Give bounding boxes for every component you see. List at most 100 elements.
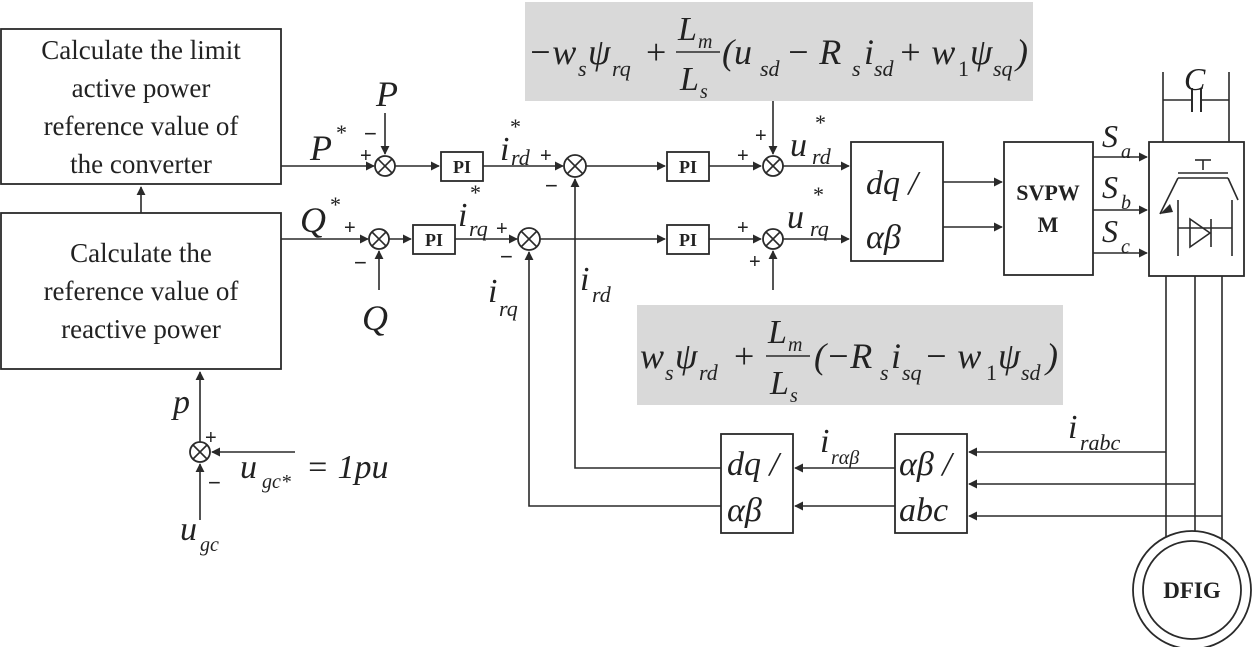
label-equals-1pu: = 1pu <box>306 449 388 486</box>
svpwm-label-bottom: M <box>1038 212 1059 237</box>
label-irq-subscript: rq <box>499 296 518 321</box>
formula-top-psi-2-sub: sq <box>993 56 1013 81</box>
formula-top-background <box>525 2 1033 101</box>
formula-bottom-i: i <box>891 336 901 376</box>
reactive-block-line-3: reactive power <box>61 314 221 344</box>
label-u-ref: u <box>240 449 257 486</box>
label-ir-alphabeta-subscript: rαβ <box>831 447 859 469</box>
abc-label-bottom: abc <box>899 492 948 529</box>
label-urq-subscript: rq <box>810 216 829 241</box>
dq-label-bottom: αβ <box>866 219 901 256</box>
limit-active-power-block: Calculate the limit active power referen… <box>0 28 282 185</box>
label-ird-star-subscript: rd <box>511 145 531 170</box>
formula-top-lm: L <box>677 11 697 48</box>
formula-top-plus: + <box>646 32 666 72</box>
label-sa: S <box>1102 118 1118 154</box>
label-ird-star-asterisk: * <box>510 114 521 139</box>
dfig-label: DFIG <box>1163 578 1221 603</box>
limit-block-line-4: the converter <box>70 149 212 179</box>
label-Q: Q <box>362 298 388 338</box>
sign-plus-ugc-ref: + <box>205 427 217 449</box>
q-summing-junction <box>368 228 390 250</box>
formula-bottom-lead: w <box>640 336 664 376</box>
formula-bottom-w-sub: 1 <box>986 360 997 385</box>
pi-controller-q: PI <box>412 224 456 255</box>
label-irq: i <box>488 273 497 310</box>
label-irq-star: i <box>458 197 467 234</box>
label-urd-asterisk: * <box>815 110 826 135</box>
formula-bottom-psi: ψ <box>675 336 698 376</box>
p-summing-junction <box>374 155 396 177</box>
formula-top-psi-2: ψ <box>970 32 993 72</box>
sign-plus-urd-top: + <box>755 125 767 147</box>
formula-top-i-sub: sd <box>874 56 895 81</box>
label-qstar: Q <box>300 200 326 240</box>
formula-bottom-close: ) <box>1044 336 1058 376</box>
formula-bottom-psi-sub: rd <box>699 360 719 385</box>
label-qstar-star: * <box>330 192 341 217</box>
label-irabc-subscript: rabc <box>1080 430 1121 455</box>
sign-plus-irq: + <box>496 218 508 240</box>
label-ird: i <box>580 261 589 298</box>
limit-block-line-3: reference value of <box>44 111 239 141</box>
formula-top: −w s ψ rq + L m L s (u sd − R s i sd + w… <box>528 11 1028 103</box>
formula-top-w-sub: 1 <box>958 56 969 81</box>
formula-top-psi: ψ <box>588 32 611 72</box>
formula-top-ls-sub: s <box>700 81 708 103</box>
reactive-block-line-2: reference value of <box>44 276 239 306</box>
sign-plus-urq-left: + <box>737 217 749 239</box>
formula-bottom-psi-2-sub: sd <box>1021 360 1042 385</box>
formula-bottom-rs-sub: s <box>880 360 889 385</box>
sign-plus-p: + <box>360 145 372 167</box>
feedback-ird <box>570 178 721 469</box>
urd-summing-junction <box>762 155 784 177</box>
label-sa-subscript: a <box>1121 141 1131 163</box>
pi-q-label: PI <box>425 230 443 250</box>
formula-bottom-ls-sub: s <box>790 385 798 407</box>
label-irq-star-subscript: rq <box>469 216 488 241</box>
pi-controller-ird: PI <box>666 151 710 182</box>
formula-top-ls: L <box>679 61 699 98</box>
formula-bottom-lm-sub: m <box>788 334 802 356</box>
irq-summing-junction <box>517 227 541 251</box>
label-pstar: P <box>309 128 332 168</box>
sign-minus-p: − <box>364 121 377 146</box>
formula-top-i: i <box>864 32 874 72</box>
label-sb-subscript: b <box>1121 192 1131 214</box>
label-u-ref-subscript: gc* <box>262 471 291 493</box>
formula-top-lead-sub: s <box>578 56 587 81</box>
label-urq-star: u <box>787 199 804 236</box>
abc-label-top: αβ / <box>899 446 955 483</box>
sign-plus-urq-bottom: + <box>749 251 761 273</box>
converter-block <box>1148 72 1245 277</box>
sign-plus-ird: + <box>540 145 552 167</box>
formula-bottom-background <box>637 305 1063 405</box>
formula-bottom-lead-sub: s <box>665 360 674 385</box>
formula-bottom: w s ψ rd + L m L s (−R s i sq − w 1 ψ sd… <box>640 314 1058 407</box>
label-irabc: i <box>1068 409 1077 446</box>
pi-controller-p: PI <box>440 151 484 182</box>
reactive-block-line-1: Calculate the <box>70 238 212 268</box>
dq-label-top: dq / <box>866 165 922 202</box>
sign-minus-ird: − <box>545 173 558 198</box>
label-ir-alphabeta: i <box>820 423 829 460</box>
lower-dq-label-bottom: αβ <box>727 492 762 529</box>
formula-bottom-lm: L <box>767 314 787 351</box>
label-ird-star: i <box>500 131 509 168</box>
formula-bottom-body: (−R <box>814 336 872 376</box>
dfig-machine: DFIG <box>1132 530 1252 647</box>
limit-block-line-2: active power <box>72 73 211 103</box>
label-p: p <box>171 384 190 421</box>
pi-irq-label: PI <box>679 230 697 250</box>
pi-controller-irq: PI <box>666 224 710 255</box>
label-P: P <box>375 74 398 114</box>
formula-bottom-i-sub: sq <box>902 360 922 385</box>
label-sc: S <box>1102 213 1118 249</box>
label-pstar-star: * <box>336 120 347 145</box>
limit-block-line-1: Calculate the limit <box>41 35 241 65</box>
ird-summing-junction <box>563 154 587 178</box>
lower-dq-label-top: dq / <box>727 446 783 483</box>
label-irq-star-asterisk: * <box>470 180 481 205</box>
reactive-power-block: Calculate the reference value of reactiv… <box>0 212 282 370</box>
